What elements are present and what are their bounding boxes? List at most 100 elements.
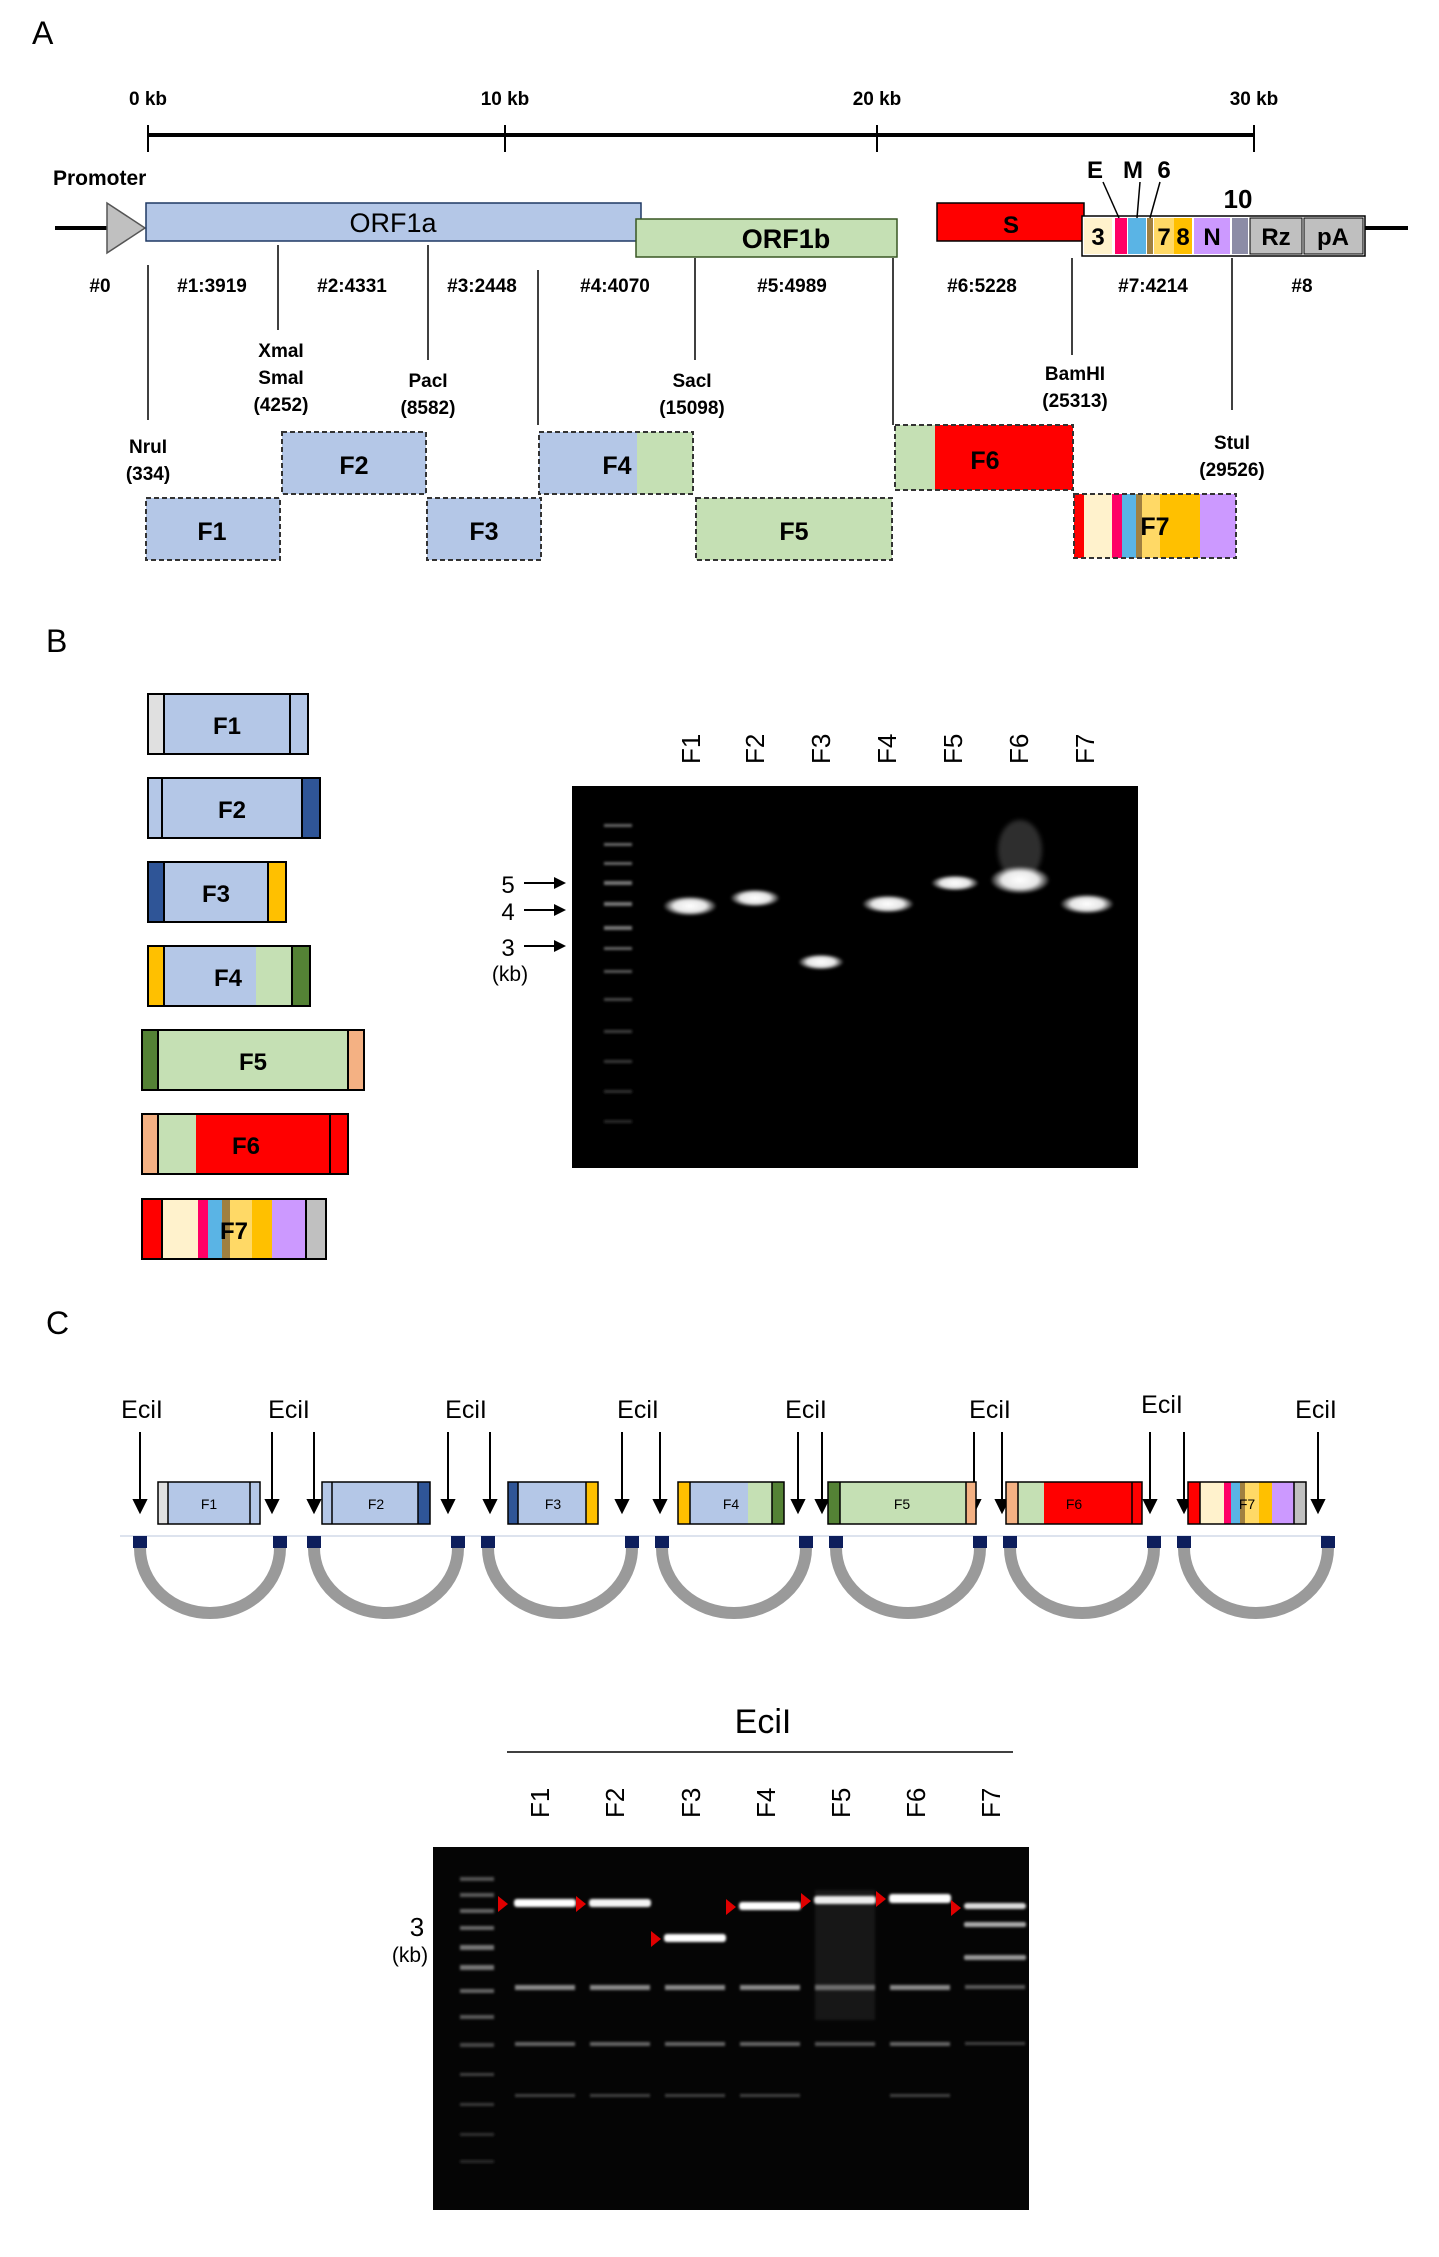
c-fragment-f4 bbox=[677, 1481, 785, 1525]
b-fragment-f4 bbox=[147, 945, 311, 1007]
site-name: PacI bbox=[408, 371, 447, 392]
site-lines bbox=[147, 245, 1233, 425]
gene-e-label: E bbox=[1087, 157, 1103, 184]
plasmid-icon bbox=[307, 1536, 465, 1619]
gel-c-lane-label: F3 bbox=[676, 1788, 706, 1818]
gene-7-label: 7 bbox=[1157, 224, 1170, 251]
gel-c-minor-bands bbox=[515, 1890, 1025, 2097]
c-fragment-f2 bbox=[321, 1481, 431, 1525]
site-name: SacI bbox=[672, 371, 711, 392]
gel-b-lane-label: F7 bbox=[1070, 734, 1100, 764]
site-name: NruI bbox=[129, 437, 167, 458]
gel-c-bands bbox=[514, 1894, 1026, 1960]
plasmids bbox=[120, 1535, 1335, 1619]
red-arrowhead-icon bbox=[951, 1900, 961, 1916]
panel-c-label: C bbox=[46, 1305, 69, 1341]
b-fragment-f7 bbox=[141, 1198, 327, 1260]
fragment-f5-box bbox=[695, 497, 893, 561]
scale-tick-label: 0 kb bbox=[129, 89, 167, 110]
fragment-boxes: F1 F2 F3 F4 F5 F6 bbox=[145, 424, 1237, 561]
c-fragment-f1 bbox=[157, 1481, 261, 1525]
accessory-genes: 3 7 8 N Rz pA bbox=[1081, 215, 1366, 257]
ecii-label: EciI bbox=[969, 1396, 1011, 1424]
gel-b-band-f7 bbox=[1060, 894, 1114, 914]
fragment-label: F4 bbox=[602, 452, 631, 480]
c-fragment-label: F2 bbox=[368, 1496, 385, 1512]
gene-n-box bbox=[1194, 218, 1230, 254]
gel-c-ladder bbox=[460, 1877, 494, 2163]
b-fragment-label: F3 bbox=[202, 881, 230, 908]
plasmid-icon bbox=[1003, 1536, 1161, 1619]
ecii-label: EciI bbox=[617, 1396, 659, 1424]
spike-label: S bbox=[1003, 212, 1019, 239]
gel-b-band-f5 bbox=[931, 875, 979, 891]
site-position: (25313) bbox=[1042, 391, 1108, 412]
gel-c-lane-label: F2 bbox=[600, 1788, 630, 1818]
site-position: (4252) bbox=[254, 395, 309, 416]
panel-b-fragments: F1 F2 F3 F4 bbox=[141, 693, 365, 1260]
marker-unit: (kb) bbox=[492, 963, 528, 986]
gel-c-band-f1 bbox=[514, 1899, 576, 1907]
gene-6-label: 6 bbox=[1157, 157, 1170, 184]
c-fragment-label: F1 bbox=[201, 1496, 218, 1512]
red-arrowhead-icon bbox=[576, 1896, 586, 1912]
gel-b-band-f1 bbox=[663, 896, 717, 916]
c-fragment-f6 bbox=[1005, 1481, 1143, 1525]
gel-b bbox=[572, 786, 1138, 1168]
panel-c: C EciI EciI EciI EciI EciI EciI EciI Eci… bbox=[46, 1305, 1337, 2210]
fragment-label: F5 bbox=[779, 518, 808, 546]
red-arrowhead-icon bbox=[498, 1896, 508, 1912]
gel-c-band-f2 bbox=[589, 1899, 651, 1907]
segment-label: #3:2448 bbox=[447, 276, 517, 297]
gel-b-band-f4 bbox=[862, 895, 914, 913]
orf1b-box bbox=[635, 218, 898, 258]
rz-label: Rz bbox=[1261, 224, 1290, 251]
b-fragment-label: F1 bbox=[213, 713, 241, 740]
segment-label: #2:4331 bbox=[317, 276, 387, 297]
gene-n-label: N bbox=[1203, 224, 1220, 251]
gel-b-lane-label: F4 bbox=[872, 734, 902, 764]
fragment-f7-stripes bbox=[1074, 494, 1236, 558]
gel-c-lane-label: F4 bbox=[751, 1788, 781, 1818]
gel-b-lane-label: F5 bbox=[938, 734, 968, 764]
b-fragment-f1 bbox=[147, 693, 309, 755]
gel-c-band-f3 bbox=[664, 1934, 726, 1942]
ecii-label: EciI bbox=[1141, 1391, 1183, 1419]
fragment-f7-box bbox=[1073, 493, 1237, 559]
fragment-f6-box bbox=[894, 424, 1074, 491]
fragment-label: F2 bbox=[339, 452, 368, 480]
gene-8-label: 8 bbox=[1176, 224, 1189, 251]
gel-b-band-f3 bbox=[798, 954, 844, 970]
gel-c-lane-label: F1 bbox=[525, 1788, 555, 1818]
marker-label: 3 bbox=[501, 935, 514, 962]
rz-box bbox=[1249, 217, 1303, 255]
gel-b-lane-label: F2 bbox=[740, 734, 770, 764]
segment-labels: #0 #1:3919 #2:4331 #3:2448 #4:4070 #5:49… bbox=[89, 276, 1312, 297]
plasmid-icon bbox=[481, 1536, 639, 1619]
gene-7-box bbox=[1154, 218, 1174, 254]
segment-label: #0 bbox=[89, 276, 110, 297]
gel-b-lane-labels: F1 F2 F3 F4 F5 F6 F7 bbox=[676, 734, 1100, 764]
gel-c-red-arrowheads bbox=[498, 1891, 961, 1947]
scale-tick-label: 30 kb bbox=[1230, 89, 1279, 110]
red-arrowhead-icon bbox=[876, 1891, 886, 1907]
scale-tick-label: 10 kb bbox=[481, 89, 530, 110]
scale-tick-label: 20 kb bbox=[853, 89, 902, 110]
gel-b-bands bbox=[663, 820, 1114, 970]
site-position: (334) bbox=[126, 464, 170, 485]
red-arrowhead-icon bbox=[651, 1931, 661, 1947]
orf1a-box bbox=[145, 202, 642, 242]
site-name: XmaI bbox=[258, 341, 303, 362]
b-fragment-label: F5 bbox=[239, 1049, 267, 1076]
gene-10-label: 10 bbox=[1224, 184, 1253, 214]
fragment-label: F7 bbox=[1140, 513, 1169, 541]
c-fragment-label: F6 bbox=[1066, 1496, 1083, 1512]
fragment-label: F3 bbox=[469, 518, 498, 546]
site-position: (15098) bbox=[659, 398, 725, 419]
site-position: (29526) bbox=[1199, 460, 1265, 481]
gel-c-marker-label: 3 bbox=[410, 1912, 424, 1942]
marker-label: 5 bbox=[501, 872, 514, 899]
gel-c-lane-label: F5 bbox=[826, 1788, 856, 1818]
b-fragment-label: F7 bbox=[220, 1218, 248, 1245]
fragment-label: F1 bbox=[197, 518, 226, 546]
